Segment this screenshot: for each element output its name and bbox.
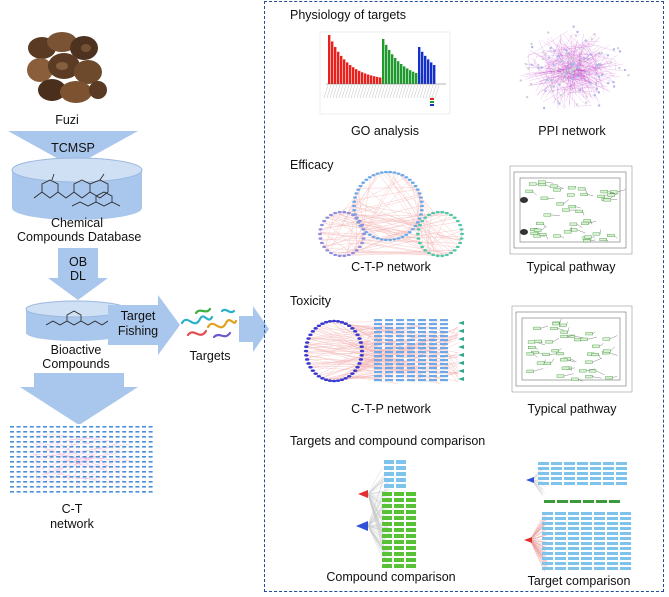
targets-protein-image <box>180 307 238 339</box>
efficacy-pathway-caption: Typical pathway <box>526 260 616 274</box>
tcmsp-label: TCMSP <box>51 141 95 155</box>
toxicity-pathway-caption: Typical pathway <box>527 402 617 416</box>
target-fishing-arrow <box>108 295 180 355</box>
target-comparison-image <box>524 462 631 572</box>
section-title-toxicity: Toxicity <box>290 294 331 308</box>
efficacy-network-caption: C-T-P network <box>351 260 431 274</box>
herb-label: Fuzi <box>55 113 79 127</box>
compound-comparison-caption: Compound comparison <box>326 570 456 584</box>
efficacy-ctp-network <box>318 170 464 258</box>
compound-database-cylinder <box>11 157 143 220</box>
targets-label: Targets <box>189 349 231 363</box>
analysis-panel <box>264 1 664 592</box>
section-title-physiology: Physiology of targets <box>290 8 407 22</box>
fishing-label-line1: Target <box>120 309 156 323</box>
database-label-line1: Chemical <box>50 216 104 230</box>
ct-network-label-line2: network <box>50 517 94 531</box>
section-title-comparison: Targets and compound comparison <box>290 434 486 448</box>
ct-network-image <box>8 424 156 496</box>
toxicity-network-caption: C-T-P network <box>351 402 431 416</box>
ppi-network-image <box>519 25 630 110</box>
ppi-network-caption: PPI network <box>538 124 606 138</box>
bioactive-label-line2: Compounds <box>42 357 110 371</box>
toxicity-ctp-network <box>303 319 464 385</box>
ob-dl-filter-arrow <box>48 248 108 300</box>
go-analysis-chart <box>319 31 451 115</box>
target-comparison-caption: Target comparison <box>527 574 631 588</box>
filter-label-dl: DL <box>70 269 86 283</box>
database-label-line2: Compounds Database <box>17 230 142 244</box>
filter-label-ob: OB <box>68 255 88 269</box>
bioactive-compounds-cylinder <box>25 300 127 341</box>
compound-comparison-image <box>356 460 416 568</box>
to-ct-network-arrow <box>20 373 138 425</box>
tcmsp-arrow <box>8 131 138 167</box>
go-analysis-caption: GO analysis <box>350 124 420 138</box>
toxicity-pathway-image <box>511 305 633 393</box>
fuzi-herb-image <box>27 32 107 103</box>
fishing-label-line2: Fishing <box>117 324 159 338</box>
to-panel-arrow <box>239 306 269 352</box>
ct-network-label-line1: C-T <box>61 502 83 516</box>
bioactive-label-line1: Bioactive <box>50 343 102 357</box>
section-title-efficacy: Efficacy <box>290 158 334 172</box>
efficacy-pathway-image <box>509 165 633 255</box>
